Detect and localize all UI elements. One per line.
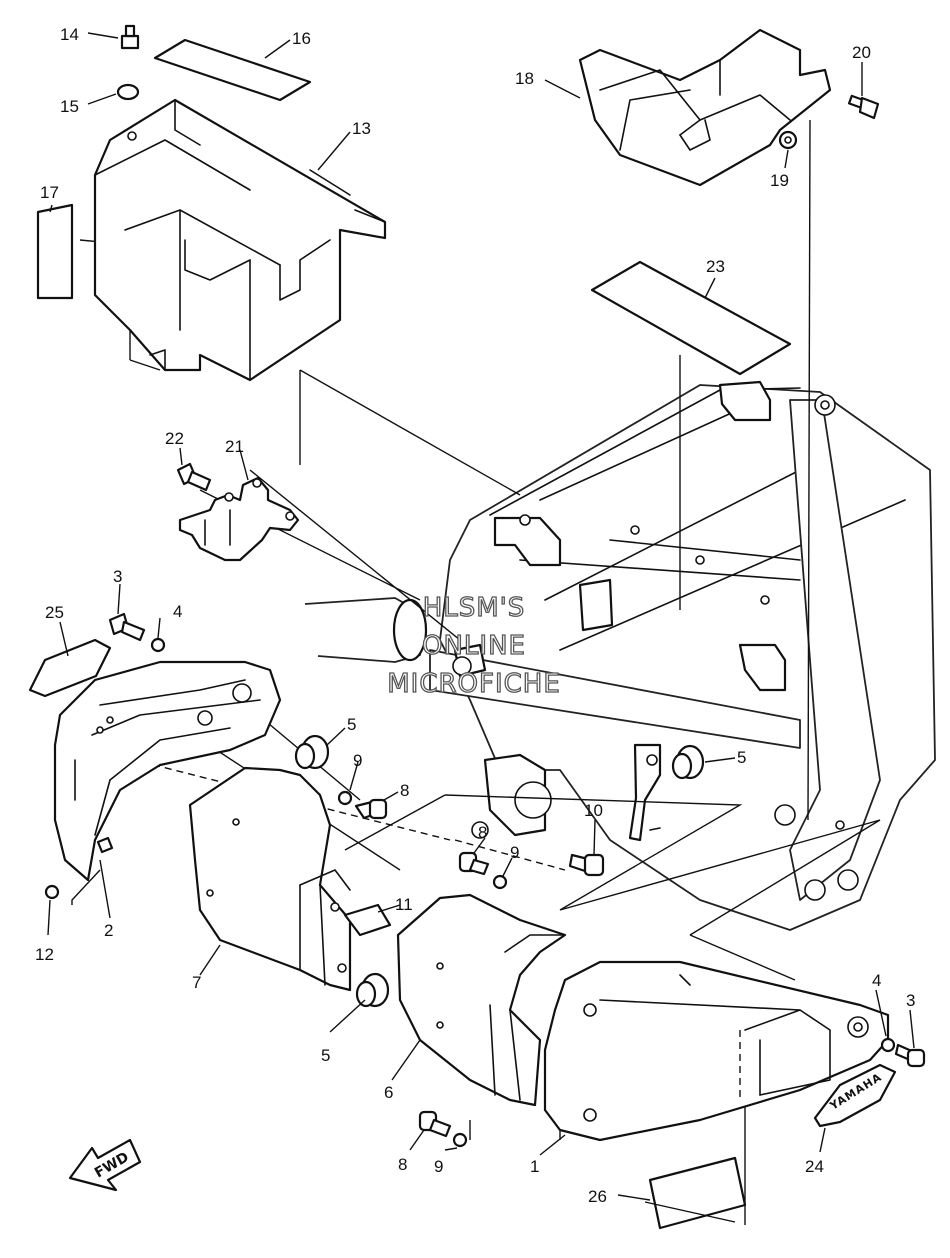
callout-25: 25 — [45, 603, 64, 622]
box-18 — [578, 28, 832, 187]
callout-17: 17 — [40, 183, 59, 202]
callout-8-b: 8 — [478, 823, 487, 842]
pad-23 — [590, 260, 792, 376]
callout-8-a: 8 — [400, 781, 409, 800]
callout-4-left: 4 — [173, 602, 182, 621]
battery-box — [93, 98, 387, 382]
watermark-line-2: ONLINE — [422, 631, 526, 661]
washer-9-b — [492, 874, 508, 890]
callout-9-c: 9 — [434, 1157, 443, 1176]
callout-19: 19 — [770, 171, 789, 190]
watermark-line-3: MICROFICHE — [387, 669, 561, 699]
callout-23: 23 — [706, 257, 725, 276]
bolt-3-right — [894, 1043, 926, 1068]
callout-9-a: 9 — [353, 751, 362, 770]
cover-6 — [396, 893, 567, 1107]
bolt-8-b — [458, 851, 490, 876]
callout-1: 1 — [530, 1157, 539, 1176]
callout-11: 11 — [395, 895, 413, 914]
cover-1 — [543, 960, 890, 1142]
callout-16: 16 — [292, 29, 311, 48]
callout-6: 6 — [384, 1083, 393, 1102]
bolt-8-a — [354, 798, 388, 820]
collar-15 — [116, 83, 140, 101]
bolt-14 — [120, 24, 140, 50]
cover-7 — [188, 766, 352, 992]
bolt-20 — [847, 94, 880, 120]
grommet-5-bottom — [355, 972, 390, 1008]
callout-3-left: 3 — [113, 567, 122, 586]
bolt-3-left — [108, 612, 146, 642]
battery-pad-16 — [153, 38, 312, 102]
emblem-25 — [28, 638, 112, 698]
callout-22: 22 — [165, 429, 184, 448]
callout-18: 18 — [515, 69, 534, 88]
callout-20: 20 — [852, 43, 871, 62]
callout-14: 14 — [60, 25, 79, 44]
grommet-5-right — [671, 744, 705, 780]
callout-2: 2 — [104, 921, 113, 940]
bolt-10 — [568, 853, 605, 877]
callout-labels: 14 16 15 13 17 18 20 19 23 22 21 3 25 4 … — [35, 25, 915, 1206]
callout-10: 10 — [584, 801, 603, 820]
callout-21: 21 — [225, 437, 244, 456]
clip-11 — [343, 903, 392, 937]
fwd-arrow-icon: FWD — [68, 1138, 142, 1192]
callout-15: 15 — [60, 97, 79, 116]
callout-13: 13 — [352, 119, 371, 138]
watermark: HLSM'S ONLINE MICROFICHE — [387, 592, 561, 699]
callout-5-bottom: 5 — [321, 1046, 330, 1065]
washer-4-left — [150, 637, 166, 653]
callout-26: 26 — [588, 1187, 607, 1206]
callout-4-right: 4 — [872, 971, 881, 990]
washer-9-c — [452, 1132, 468, 1148]
callout-leaders — [47, 32, 915, 1201]
grommet-5-left — [294, 734, 330, 770]
callout-12: 12 — [35, 945, 54, 964]
callout-9-b: 9 — [510, 843, 519, 862]
callout-5-left: 5 — [347, 715, 356, 734]
strip-17 — [36, 203, 74, 300]
callout-7: 7 — [192, 973, 201, 992]
bracket-21 — [178, 476, 300, 562]
side-cover-2 — [53, 660, 282, 882]
washer-9-a — [337, 790, 353, 806]
washer-4-right — [880, 1037, 896, 1053]
bolt-22 — [176, 462, 212, 492]
callout-5-right: 5 — [737, 748, 746, 767]
callout-24: 24 — [805, 1157, 824, 1176]
callout-3-right: 3 — [906, 991, 915, 1010]
frame-assembly — [304, 380, 936, 931]
callout-8-c: 8 — [398, 1155, 407, 1174]
watermark-line-1: HLSM'S — [423, 593, 526, 623]
label-26 — [648, 1156, 747, 1230]
washer-12 — [44, 884, 60, 900]
bolt-8-c — [418, 1110, 452, 1138]
